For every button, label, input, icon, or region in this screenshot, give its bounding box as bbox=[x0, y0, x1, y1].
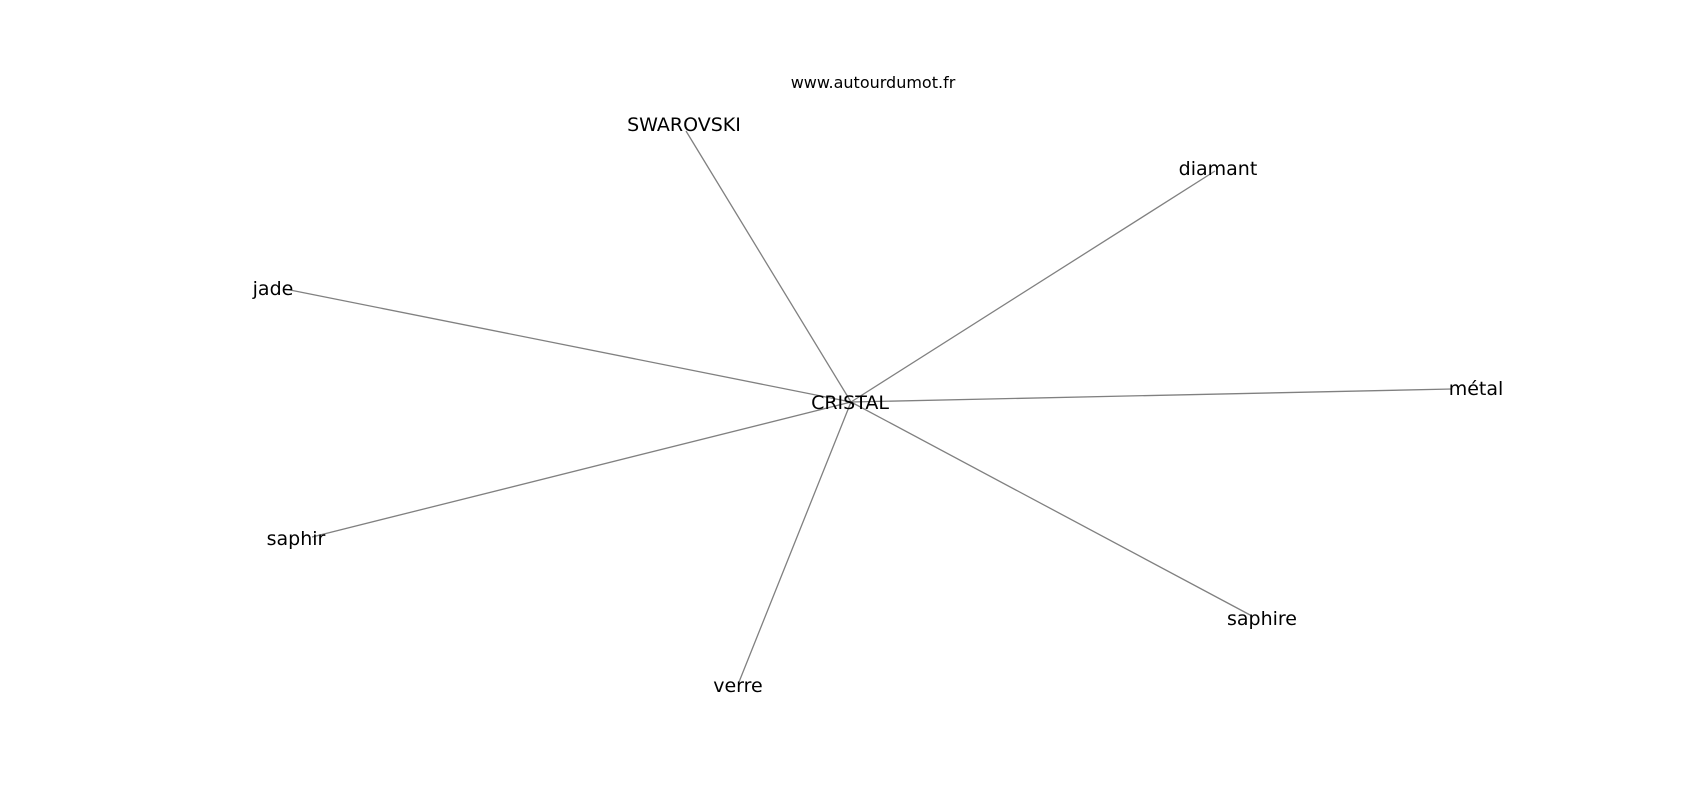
node-label-verre[interactable]: verre bbox=[713, 675, 763, 697]
edge-verre bbox=[738, 401, 852, 683]
edge-saphir bbox=[311, 401, 852, 538]
node-label-metal[interactable]: métal bbox=[1449, 378, 1504, 400]
graph-labels: www.autourdumot.fr CRISTAL SWAROVSKI dia… bbox=[252, 73, 1504, 697]
edge-metal bbox=[850, 388, 1453, 403]
site-credit: www.autourdumot.fr bbox=[791, 73, 956, 92]
node-label-jade[interactable]: jade bbox=[252, 278, 294, 300]
graph-edges bbox=[284, 130, 1453, 683]
node-label-swarovski[interactable]: SWAROVSKI bbox=[627, 114, 741, 136]
center-node-label[interactable]: CRISTAL bbox=[811, 392, 889, 414]
edge-jade bbox=[284, 288, 852, 403]
node-label-saphire[interactable]: saphire bbox=[1227, 608, 1297, 630]
edge-diamant bbox=[850, 170, 1216, 403]
edge-swarovski bbox=[685, 130, 852, 403]
node-label-diamant[interactable]: diamant bbox=[1179, 158, 1258, 180]
node-label-saphir[interactable]: saphir bbox=[267, 528, 326, 550]
edge-saphire bbox=[850, 401, 1253, 617]
